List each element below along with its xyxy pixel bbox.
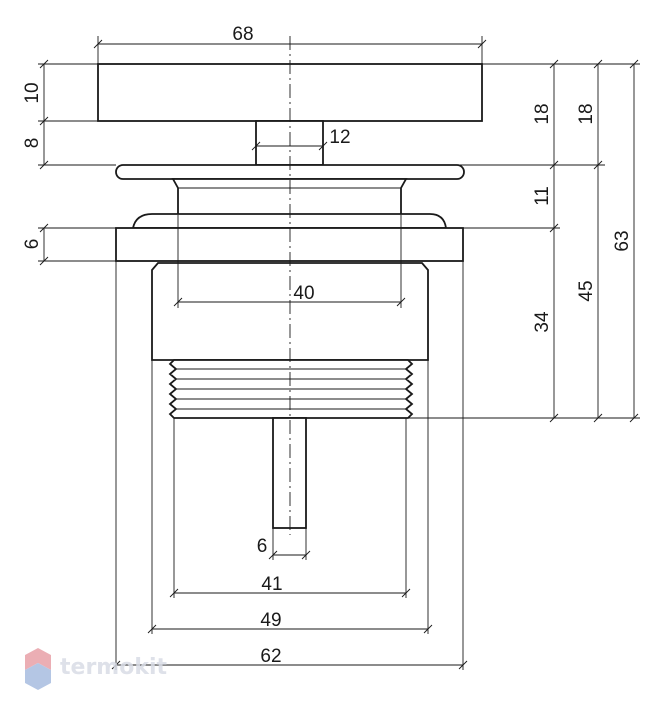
cup (171, 178, 408, 216)
logo-text: termokit (60, 655, 167, 680)
logo-mark-icon (25, 648, 51, 670)
tick-marks (39, 39, 639, 670)
dim-total-height: 63 (612, 230, 633, 251)
dim-thread-diameter: 41 (261, 574, 282, 595)
extension-lines (38, 36, 640, 670)
dim-body-height: 34 (532, 311, 553, 333)
stem (255, 120, 324, 166)
flange (115, 227, 464, 262)
gasket (131, 213, 448, 229)
dim-cap-height: 10 (22, 82, 43, 103)
drain-plug-outline (97, 36, 483, 535)
dim-cap-to-flange: 18 (532, 103, 553, 124)
dim-lower-height: 45 (576, 280, 597, 301)
dimension-lines (43, 43, 635, 666)
dim-cap-width: 68 (232, 24, 253, 45)
dim-inner-diameter: 40 (293, 283, 314, 304)
termokit-logo: termokit (25, 648, 167, 690)
dim-flange-gap: 11 (532, 186, 553, 206)
dim-flange-thickness: 6 (22, 239, 43, 250)
dim-cap-total: 18 (576, 103, 597, 124)
dim-body-diameter: 49 (260, 610, 281, 631)
dim-stem-height: 8 (22, 138, 43, 149)
dim-rod-diameter: 6 (257, 536, 268, 557)
rod (272, 417, 307, 529)
dim-stem-width: 12 (329, 127, 350, 148)
dim-flange-diameter: 62 (260, 646, 281, 667)
